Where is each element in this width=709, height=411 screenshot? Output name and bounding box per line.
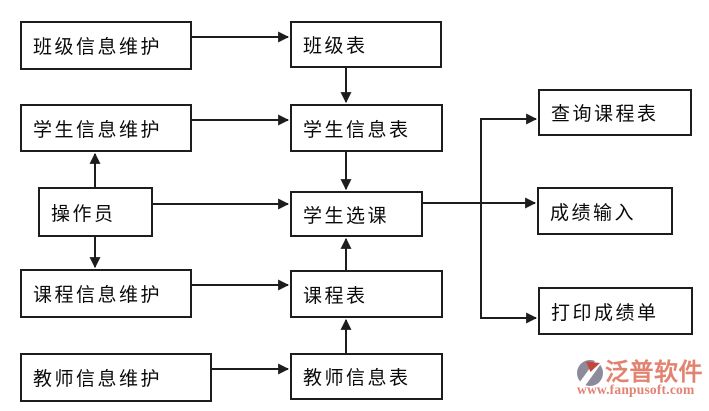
node-label: 班级表 xyxy=(303,36,368,57)
logo-url-text: www.fanpusoft.com xyxy=(577,382,695,397)
node-student-course-selection: 学生选课 xyxy=(290,191,423,237)
node-label: 班级信息维护 xyxy=(33,37,163,58)
node-student-info-table: 学生信息表 xyxy=(290,104,443,152)
node-label: 成绩输入 xyxy=(550,202,637,224)
node-grade-input: 成绩输入 xyxy=(537,187,673,235)
node-label: 操作员 xyxy=(51,203,116,225)
edge-selection-to-query-course xyxy=(480,113,538,203)
node-label: 教师信息维护 xyxy=(33,369,163,390)
node-course-info-maintenance: 课程信息维护 xyxy=(20,269,192,318)
node-label: 教师信息表 xyxy=(303,368,411,389)
node-print-transcript: 打印成绩单 xyxy=(538,287,693,335)
edge-selection-to-print-transcript xyxy=(480,203,538,324)
node-student-info-maintenance: 学生信息维护 xyxy=(20,104,192,152)
node-label: 课程表 xyxy=(303,285,368,307)
node-teacher-info-table: 教师信息表 xyxy=(290,353,443,400)
node-label: 打印成绩单 xyxy=(551,302,659,324)
node-class-info-maintenance: 班级信息维护 xyxy=(20,21,192,70)
node-label: 课程信息维护 xyxy=(33,285,163,306)
fanpu-logo-icon xyxy=(577,360,603,386)
node-query-course-table: 查询课程表 xyxy=(538,89,692,136)
node-teacher-info-maintenance: 教师信息维护 xyxy=(20,353,212,402)
fanpu-logo: 泛普软件 www.fanpusoft.com xyxy=(577,360,703,398)
node-label: 查询课程表 xyxy=(551,104,659,125)
node-course-table: 课程表 xyxy=(290,270,443,318)
node-label: 学生选课 xyxy=(303,205,390,227)
node-class-table: 班级表 xyxy=(290,21,442,68)
node-operator: 操作员 xyxy=(38,187,153,237)
logo-brand-text: 泛普软件 xyxy=(605,360,703,386)
node-label: 学生信息表 xyxy=(303,119,411,141)
node-label: 学生信息维护 xyxy=(33,119,163,141)
